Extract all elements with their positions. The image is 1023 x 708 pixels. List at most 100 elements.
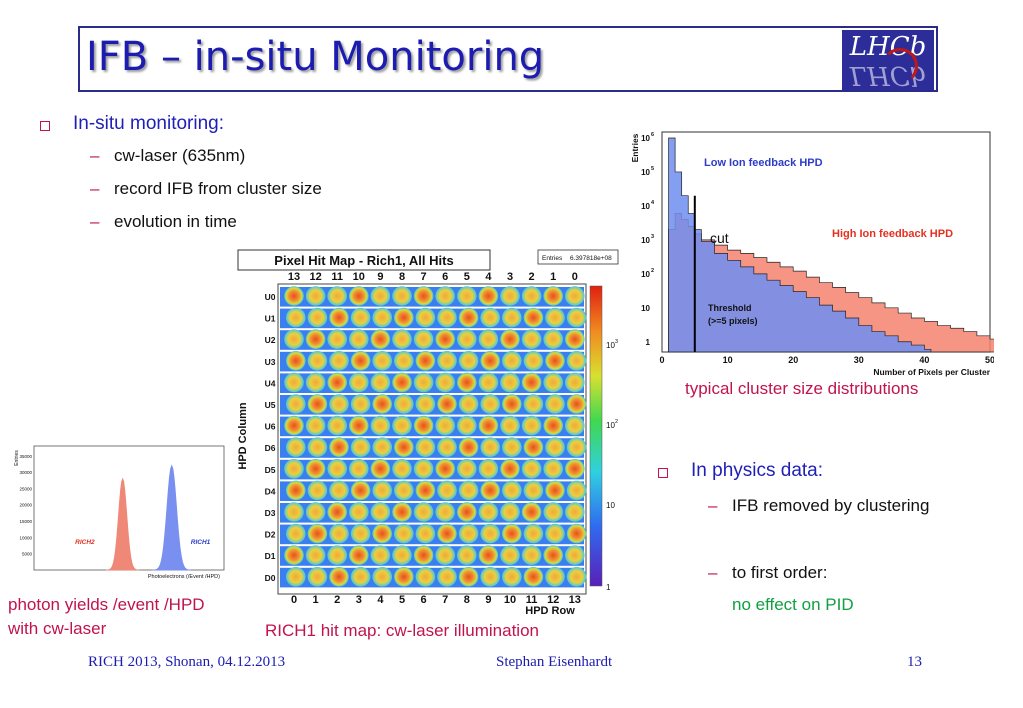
hpd-circle bbox=[372, 567, 392, 587]
hpd-circle bbox=[523, 480, 544, 501]
dash-marker: – bbox=[708, 496, 718, 515]
cluster-x-tick: 50 bbox=[985, 355, 994, 365]
hpd-circle bbox=[502, 437, 522, 457]
hitmap-bottom-label: 0 bbox=[291, 594, 297, 606]
hpd-circle bbox=[457, 329, 477, 349]
hpd-circle bbox=[350, 351, 371, 371]
hitmap-bottom-label: 11 bbox=[526, 594, 538, 606]
hitmap-top-label: 11 bbox=[331, 271, 343, 283]
hitmap-row-label: D1 bbox=[265, 551, 276, 561]
hpd-circle bbox=[565, 415, 585, 436]
hpd-circle bbox=[284, 502, 304, 522]
photon-y-tick: 20000 bbox=[19, 503, 32, 508]
hpd-circle bbox=[305, 372, 326, 393]
photon-y-tick: 10000 bbox=[19, 535, 32, 540]
hpd-circle bbox=[545, 394, 565, 414]
hpd-circle bbox=[500, 459, 520, 479]
hitmap-bottom-label: 9 bbox=[485, 594, 491, 606]
hpd-circle bbox=[523, 567, 544, 587]
hitmap-figure: Pixel Hit Map - Rich1, All Hits Entries … bbox=[232, 246, 622, 618]
hpd-circle bbox=[415, 480, 436, 501]
hpd-circle bbox=[327, 545, 347, 565]
legend-high-ifb: High Ion feedback HPD bbox=[832, 228, 953, 240]
hpd-circle bbox=[437, 394, 457, 414]
cluster-x-tick: 40 bbox=[919, 355, 929, 365]
photon-x-title: Photoelectrons (/Event /HPD) bbox=[148, 574, 220, 580]
hpd-circle bbox=[349, 502, 369, 522]
hpd-circle bbox=[437, 307, 457, 328]
cluster-x-tick: 30 bbox=[854, 355, 864, 365]
hpd-circle bbox=[480, 523, 500, 544]
hpd-circle bbox=[521, 415, 542, 436]
hpd-circle bbox=[305, 329, 326, 349]
cluster-y-tick: 10 bbox=[641, 168, 650, 177]
hitmap-row-label: U2 bbox=[265, 335, 276, 345]
hpd-circle bbox=[521, 372, 542, 393]
hpd-circle bbox=[437, 351, 457, 371]
hpd-circle bbox=[305, 286, 326, 306]
hpd-circle bbox=[458, 351, 479, 371]
hitmap-bottom-label: 10 bbox=[504, 594, 516, 606]
hpd-circle bbox=[545, 480, 565, 501]
hpd-circle bbox=[457, 545, 477, 565]
hpd-circle bbox=[286, 480, 306, 501]
hitmap-stats-label: Entries bbox=[542, 255, 563, 262]
sub-bullet-clustering: IFB removed by clustering bbox=[732, 496, 930, 515]
hpd-circle bbox=[370, 545, 391, 565]
hpd-circle bbox=[480, 437, 500, 457]
hpd-circle bbox=[394, 480, 414, 501]
hpd-circle bbox=[370, 502, 391, 522]
hpd-circle bbox=[566, 394, 587, 414]
hpd-circle bbox=[458, 307, 479, 328]
hpd-circle bbox=[543, 545, 563, 565]
hpd-circle bbox=[392, 459, 412, 479]
photon-series-rich2 bbox=[105, 477, 140, 571]
hpd-circle bbox=[392, 329, 412, 349]
hpd-circle bbox=[478, 502, 499, 522]
hpd-circle bbox=[413, 502, 434, 522]
hpd-circle bbox=[457, 415, 477, 436]
hpd-circle bbox=[284, 372, 304, 393]
photon-y-tick: 25000 bbox=[19, 486, 32, 491]
hitmap-grid bbox=[280, 286, 587, 588]
hpd-circle bbox=[370, 372, 391, 393]
hitmap-top-label: 5 bbox=[464, 271, 470, 283]
hpd-circle bbox=[372, 437, 392, 457]
hpd-circle bbox=[523, 394, 544, 414]
hpd-circle bbox=[435, 415, 455, 436]
hpd-circle bbox=[307, 523, 328, 544]
sub-bullet-1: cw-laser (635nm) bbox=[114, 146, 246, 165]
hpd-circle bbox=[523, 437, 544, 457]
caption-cluster: typical cluster size distributions bbox=[685, 379, 919, 398]
hpd-circle bbox=[543, 286, 563, 306]
hitmap-top-label: 6 bbox=[442, 271, 448, 283]
hitmap-row-label: D6 bbox=[265, 443, 276, 453]
hitmap-top-label: 10 bbox=[353, 271, 365, 283]
hpd-circle bbox=[435, 286, 455, 306]
hpd-circle bbox=[284, 286, 304, 306]
hpd-circle bbox=[349, 329, 369, 349]
hpd-circle bbox=[307, 394, 328, 414]
hitmap-row-label: U4 bbox=[265, 378, 276, 388]
hpd-circle bbox=[457, 286, 477, 306]
hitmap-top-label: 1 bbox=[550, 271, 556, 283]
color-scale-bar bbox=[589, 285, 603, 587]
hpd-circle bbox=[413, 459, 434, 479]
hpd-circle bbox=[329, 567, 349, 587]
sub-bullet-no-effect: no effect on PID bbox=[732, 595, 854, 614]
hpd-circle bbox=[502, 351, 522, 371]
scale-exp-100: 2 bbox=[615, 419, 618, 425]
hpd-circle bbox=[435, 502, 455, 522]
hitmap-row-label: D0 bbox=[265, 573, 276, 583]
hitmap-row-label: U0 bbox=[265, 292, 276, 302]
hpd-circle bbox=[415, 307, 436, 328]
photon-plot-area: 5000100001500020000250003000035000Entrie… bbox=[14, 445, 225, 580]
hpd-circle bbox=[480, 480, 500, 501]
hpd-circle bbox=[437, 437, 457, 457]
threshold-sub-label: (>=5 pixels) bbox=[708, 316, 758, 326]
hpd-circle bbox=[435, 329, 455, 349]
hpd-circle bbox=[372, 307, 392, 328]
